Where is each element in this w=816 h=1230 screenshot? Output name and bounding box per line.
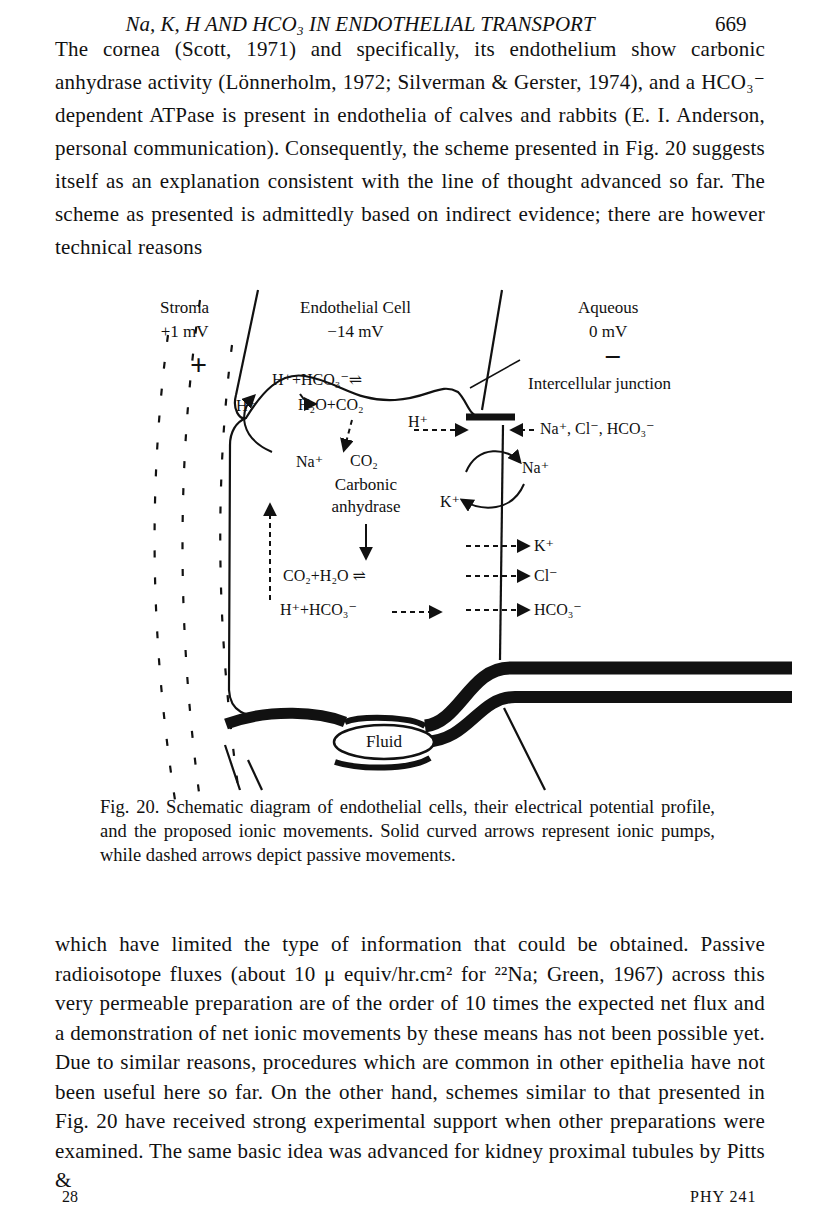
potential-value: 0 mV [578,320,638,344]
potential-value: −14 mV [300,320,411,344]
region-name: Stroma [160,296,209,320]
region-name: Endothelial Cell [300,296,411,320]
page-footer: 28 [62,1188,78,1206]
ion-label: CO₂ [350,452,378,470]
pump-arrows [244,394,524,558]
enzyme-label: Carbonic anhydrase [316,474,416,518]
structure-label: Intercellular junction [528,374,671,394]
reaction-label: H₂O+CO₂ [298,396,364,414]
polarity-sign: − [604,340,621,374]
running-header: Na, K, H AND HCO₃ IN ENDOTHELIAL TRANSPO… [60,12,660,37]
body-paragraph: which have limited the type of informati… [55,930,765,1196]
cell-region: Endothelial Cell−14 mV [300,296,411,344]
ion-label: K⁺ [440,492,460,511]
leader-line [470,360,520,388]
region-name: Aqueous [578,296,638,320]
ion-label: H⁺ [408,412,428,431]
page-footer: PHY 241 [690,1188,756,1206]
page-number: 669 [715,12,747,37]
body-paragraph: The cornea (Scott, 1971) and specificall… [55,33,765,264]
polarity-sign: + [190,348,207,382]
passive-arrows [270,420,534,612]
reaction-label: H⁺+HCO₃⁻⇌ [272,370,362,389]
ion-label: Na⁺ [296,452,323,471]
ion-label: Na⁺, Cl⁻, HCO₃⁻ [540,419,654,438]
region-name: Fluid [366,730,402,754]
ion-label: Cl⁻ [534,566,558,585]
ion-label: K⁺ [534,536,554,555]
reaction-label: CO₂+H₂O ⇌ [283,566,366,585]
fluid-space [334,725,434,759]
cell-membranes [225,290,545,790]
ion-label: HCO₃⁻ [534,600,582,619]
fluid-space: Fluid [366,730,402,754]
junction-bands [226,417,792,768]
figure-caption: Fig. 20. Schematic diagram of endothelia… [100,795,715,867]
reaction-label: H⁺+HCO₃⁻ [280,600,357,619]
ion-label: Na⁺ [522,458,549,477]
ion-label: H⁺ [236,396,256,415]
aqueous-region: Aqueous0 mV [578,296,638,344]
stroma-region: Stroma+1 mV [160,296,209,344]
potential-value: +1 mV [160,320,209,344]
